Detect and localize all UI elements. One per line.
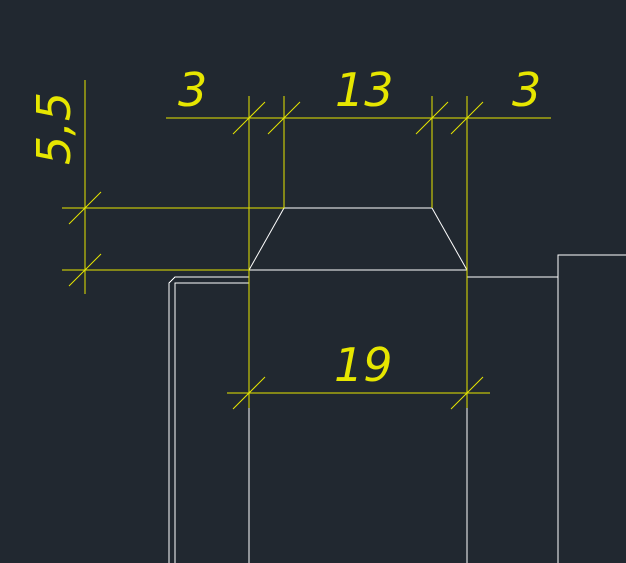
right-step — [467, 254, 626, 278]
trapezoid-left-chamfer — [248, 207, 285, 271]
dimensions: 3 13 3 5,5 19 — [27, 63, 551, 410]
dim-text-top-width: 13 — [335, 63, 394, 117]
dim-text-right-gap: 3 — [512, 63, 541, 117]
left-outer-wall — [168, 276, 249, 563]
tick-top-432 — [415, 101, 449, 135]
dim-text-height: 5,5 — [27, 92, 81, 165]
tick-top-467 — [450, 101, 484, 135]
tick-bottom-249 — [232, 376, 266, 410]
trapezoid-right-chamfer — [431, 207, 468, 271]
tick-height-bottom — [68, 253, 102, 287]
tick-top-249 — [232, 101, 266, 135]
tick-height-top — [68, 191, 102, 225]
tick-bottom-467 — [450, 376, 484, 410]
part-geometry — [168, 207, 626, 563]
tick-top-284 — [267, 101, 301, 135]
left-inner-wall — [174, 282, 249, 563]
dim-text-left-gap: 3 — [178, 63, 207, 117]
dim-text-bottom-width: 19 — [334, 338, 393, 392]
